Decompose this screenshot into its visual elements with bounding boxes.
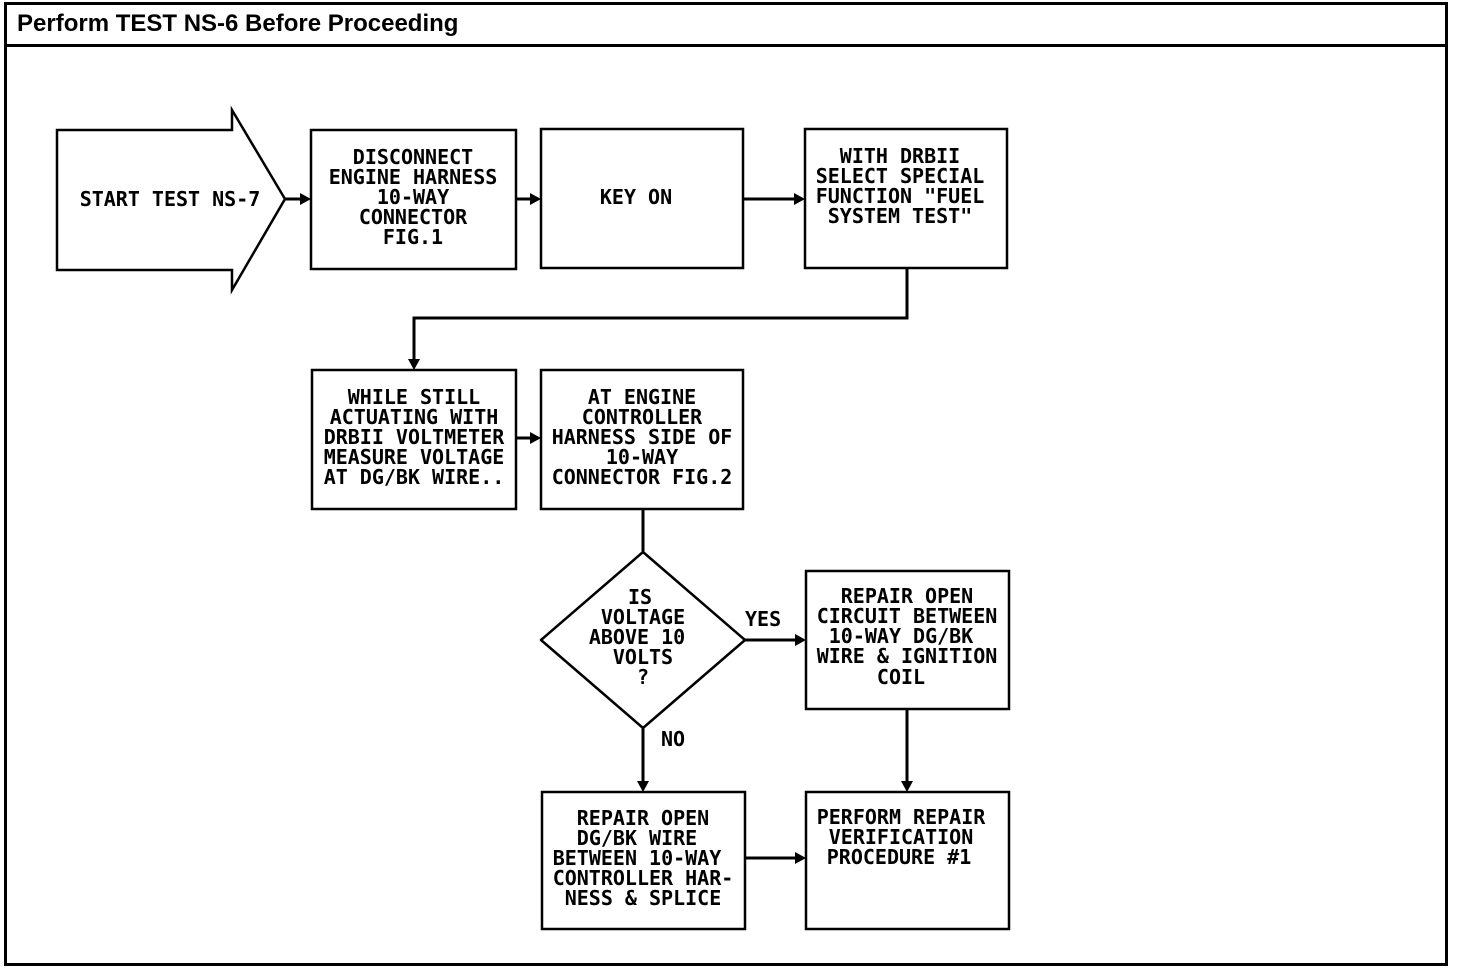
step-disconnect-line3: 10-WAY (377, 185, 449, 209)
verification-line3: PROCEDURE #1 (827, 845, 972, 869)
repair-circuit-line1: REPAIR OPEN (841, 584, 973, 608)
repair-circuit-line2: CIRCUIT BETWEEN (817, 604, 998, 628)
step-engine-line5: CONNECTOR FIG.2 (552, 465, 733, 489)
step-measure-line4: MEASURE VOLTAGE (324, 445, 505, 469)
repair-wire-line4: CONTROLLER HAR- (553, 866, 734, 890)
step-at-engine-controller: AT ENGINE CONTROLLER HARNESS SIDE OF 10-… (539, 368, 745, 511)
step-drbii-line3: FUNCTION "FUEL (816, 184, 985, 208)
connector-key-on-to-drbii (743, 193, 805, 205)
connector-repair-circuit-to-verification (901, 709, 913, 792)
decision-line5: ? (637, 665, 649, 689)
connector-disconnect-to-key-on (516, 193, 541, 205)
repair-wire-line2: DG/BK WIRE (577, 826, 697, 850)
step-disconnect-line4: CONNECTOR (359, 205, 468, 229)
step-disconnect-line5: FIG.1 (383, 225, 443, 249)
yes-label: YES (745, 607, 781, 631)
step-measure-line2: ACTUATING WITH (330, 405, 499, 429)
step-measure-line5: AT DG/BK WIRE.. (324, 465, 505, 489)
step-engine-line4: 10-WAY (606, 445, 678, 469)
decision-line1: IS (628, 585, 652, 609)
decision-line4: VOLTS (613, 645, 673, 669)
connector-drbii-to-measure (408, 268, 909, 370)
step-disconnect-line2: ENGINE HARNESS (329, 165, 498, 189)
decision-line2: VOLTAGE (601, 605, 685, 629)
repair-circuit-line3: 10-WAY DG/BK (829, 624, 974, 648)
step-repair-circuit: REPAIR OPEN CIRCUIT BETWEEN 10-WAY DG/BK… (804, 569, 1011, 711)
start-node: START TEST NS-7 (55, 105, 287, 295)
step-engine-line3: HARNESS SIDE OF (552, 425, 733, 449)
step-measure-line1: WHILE STILL (348, 385, 480, 409)
page-title: Perform TEST NS-6 Before Proceeding (7, 5, 1445, 47)
verification-line2: VERIFICATION (829, 825, 974, 849)
step-measure-voltage: WHILE STILL ACTUATING WITH DRBII VOLTMET… (310, 368, 518, 511)
step-measure-line3: DRBII VOLTMETER (324, 425, 506, 449)
repair-wire-line1: REPAIR OPEN (577, 806, 709, 830)
connector-start-to-disconnect (285, 193, 311, 205)
connector-measure-to-engine (516, 432, 541, 444)
repair-wire-line5: NESS & SPLICE (565, 886, 722, 910)
no-label: NO (661, 727, 685, 751)
decision-voltage: IS VOLTAGE ABOVE 10 VOLTS ? (539, 550, 747, 730)
repair-circuit-line4: WIRE & IGNITION (817, 644, 998, 668)
step-key-on-label: KEY ON (600, 185, 672, 209)
step-disconnect-line1: DISCONNECT (353, 145, 473, 169)
decision-line3: ABOVE 10 (589, 625, 685, 649)
repair-circuit-line5: COIL (877, 665, 925, 689)
step-engine-line1: AT ENGINE (588, 385, 696, 409)
connector-decision-yes: YES (745, 607, 806, 646)
repair-wire-line3: BETWEEN 10-WAY (553, 846, 722, 870)
step-repair-wire: REPAIR OPEN DG/BK WIRE BETWEEN 10-WAY CO… (540, 790, 747, 931)
step-engine-line2: CONTROLLER (582, 405, 703, 429)
step-drbii-select: WITH DRBII SELECT SPECIAL FUNCTION "FUEL… (803, 127, 1009, 270)
step-drbii-line4: SYSTEM TEST" (828, 204, 973, 228)
step-key-on: KEY ON (539, 127, 745, 270)
connector-decision-no: NO (637, 727, 685, 792)
step-repair-verification: PERFORM REPAIR VERIFICATION PROCEDURE #1 (804, 790, 1011, 931)
verification-line1: PERFORM REPAIR (817, 805, 987, 829)
connector-repair-wire-to-verification (745, 852, 806, 864)
start-node-label: START TEST NS-7 (80, 187, 261, 211)
step-disconnect: DISCONNECT ENGINE HARNESS 10-WAY CONNECT… (309, 128, 518, 271)
step-drbii-line1: WITH DRBII (840, 144, 960, 168)
step-drbii-line2: SELECT SPECIAL (816, 164, 985, 188)
